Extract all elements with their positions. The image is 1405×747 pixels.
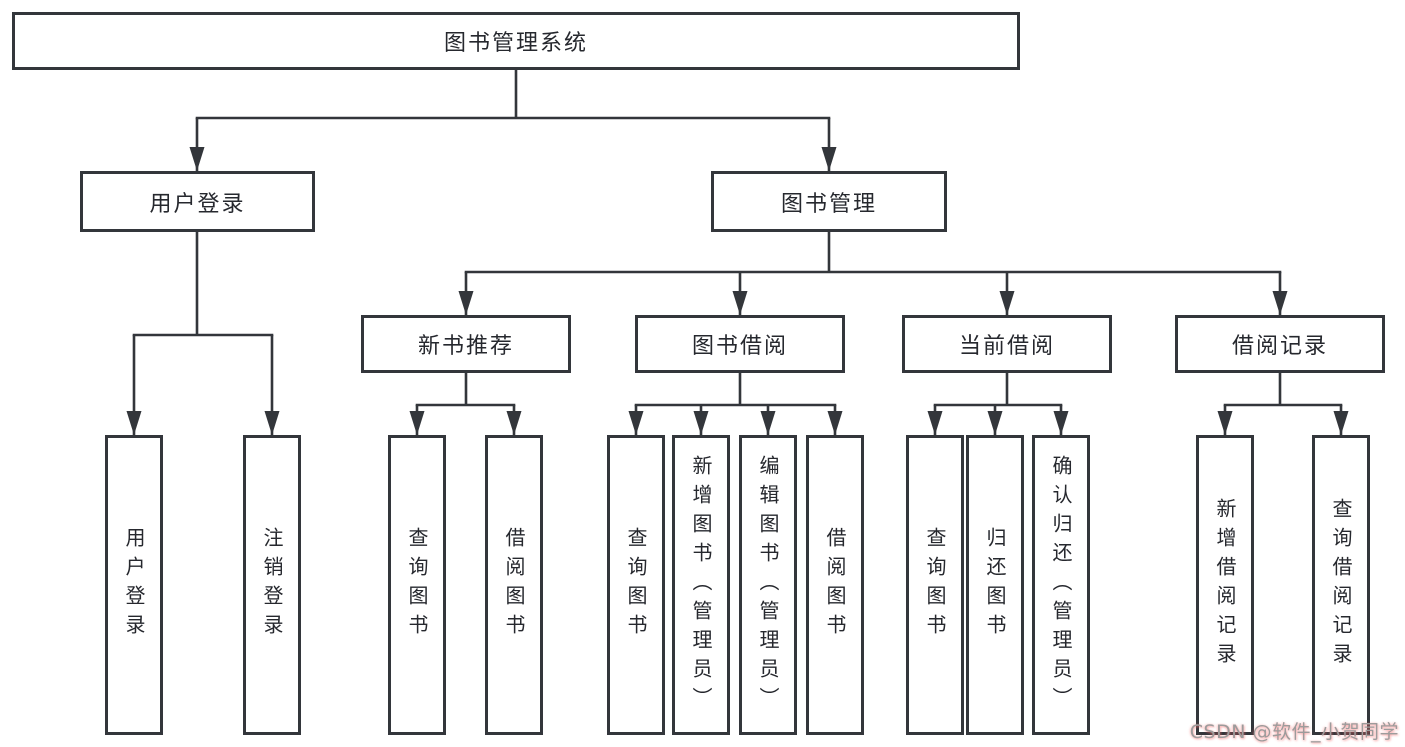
node-leaf-add-books-admin: 新增图书（管理员） bbox=[672, 435, 730, 735]
node-leaf-add-borrow-record: 新增借阅记录 bbox=[1196, 435, 1254, 735]
connector-trunks bbox=[132, 68, 1343, 407]
node-leaf-recommend-query-books: 查询图书 bbox=[388, 435, 446, 735]
node-library-management-system: 图书管理系统 bbox=[12, 12, 1020, 70]
node-leaf-edit-books-admin: 编辑图书（管理员） bbox=[739, 435, 797, 735]
node-book-borrowing: 图书借阅 bbox=[635, 315, 845, 373]
node-leaf-borrow-books: 借阅图书 bbox=[806, 435, 864, 735]
csdn-watermark: CSDN @软件_小贺同学 bbox=[1189, 721, 1399, 743]
node-leaf-return-books: 归还图书 bbox=[966, 435, 1024, 735]
node-user-login: 用户登录 bbox=[80, 171, 315, 232]
node-leaf-confirm-return-admin: 确认归还（管理员） bbox=[1032, 435, 1090, 735]
node-leaf-query-borrow-record: 查询借阅记录 bbox=[1312, 435, 1370, 735]
node-new-book-recommend: 新书推荐 bbox=[361, 315, 571, 373]
node-book-management: 图书管理 bbox=[711, 171, 947, 232]
node-leaf-user-login: 用户登录 bbox=[105, 435, 163, 735]
node-current-borrowing: 当前借阅 bbox=[902, 315, 1112, 373]
node-leaf-current-query-books: 查询图书 bbox=[906, 435, 964, 735]
node-borrowing-records: 借阅记录 bbox=[1175, 315, 1385, 373]
node-leaf-recommend-borrow-books: 借阅图书 bbox=[485, 435, 543, 735]
node-leaf-borrowing-query-books: 查询图书 bbox=[607, 435, 665, 735]
node-leaf-logout: 注销登录 bbox=[243, 435, 301, 735]
